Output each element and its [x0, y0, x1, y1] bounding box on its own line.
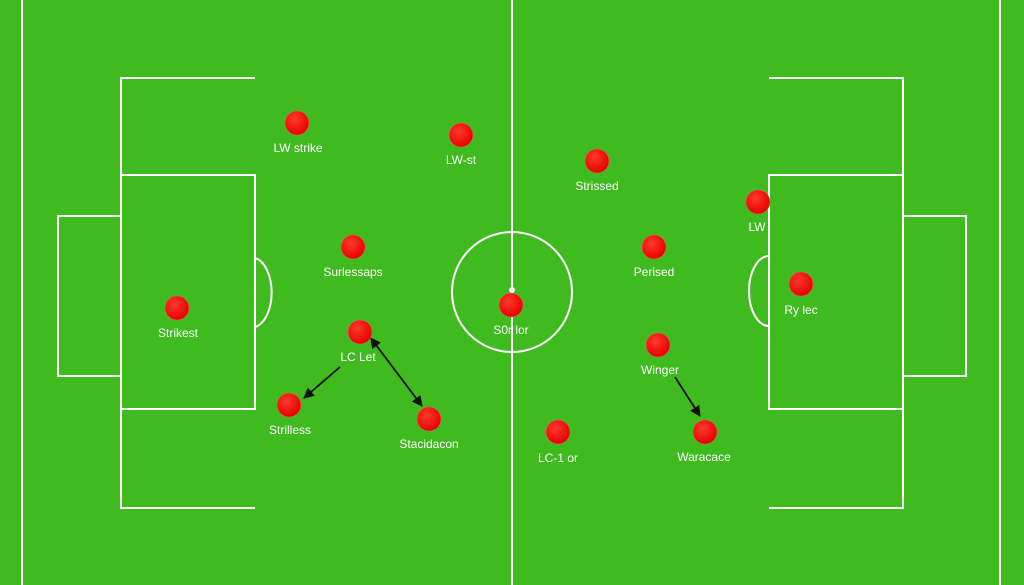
- player-marker: [584, 148, 610, 174]
- player-label: LC-1 or: [538, 451, 578, 465]
- player-marker: [498, 292, 524, 318]
- player-label: LW: [748, 220, 766, 234]
- player-strilless[interactable]: Strilless: [269, 392, 311, 437]
- player-marker: [788, 271, 814, 297]
- player-marker: [340, 234, 366, 260]
- left-goal-box: [57, 215, 122, 377]
- player-lw-strike[interactable]: LW strike: [273, 110, 323, 155]
- player-waracace[interactable]: Waracace: [677, 419, 731, 464]
- player-marker: [347, 319, 373, 345]
- right-penalty-arc: [748, 255, 770, 327]
- player-marker: [416, 406, 442, 432]
- player-lw[interactable]: LW: [745, 189, 771, 234]
- player-perised[interactable]: Perised: [634, 234, 675, 279]
- player-marker: [276, 392, 302, 418]
- player-label: S0r lor: [493, 323, 528, 337]
- center-circle: [451, 231, 573, 353]
- player-label: Strikest: [158, 326, 199, 340]
- player-strikest[interactable]: Strikest: [158, 295, 199, 340]
- player-marker: [164, 295, 190, 321]
- player-surlessaps[interactable]: Surlessaps: [323, 234, 383, 279]
- movement-arrows: [303, 337, 701, 417]
- arrow-lc-let-to-strilless: [303, 366, 341, 399]
- player-label: Stacidacon: [399, 437, 458, 451]
- arrow-winger-to-waracace: [674, 376, 701, 417]
- player-marker: [448, 122, 474, 148]
- center-spot: [509, 287, 515, 293]
- right-goal-box: [902, 215, 967, 377]
- players: LW strike LW-st Strissed LW Surlessaps P…: [158, 110, 818, 465]
- player-winger[interactable]: Winger: [641, 332, 679, 377]
- player-label: LW-st: [446, 153, 477, 167]
- player-label: LW strike: [273, 141, 322, 155]
- player-label: Perised: [634, 265, 675, 279]
- player-lc-1-or[interactable]: LC-1 or: [538, 419, 578, 465]
- player-lw-st[interactable]: LW-st: [446, 122, 477, 167]
- player-label: Strissed: [575, 179, 618, 193]
- arrow-lc-let-to-stacidacon: [370, 337, 423, 407]
- player-label: Strilless: [269, 423, 311, 437]
- player-marker: [545, 419, 571, 445]
- player-label: Surlessaps: [323, 265, 382, 279]
- player-label: LC Let: [340, 350, 376, 364]
- player-ry-lec[interactable]: Ry lec: [784, 271, 818, 317]
- player-marker: [692, 419, 718, 445]
- player-strissed[interactable]: Strissed: [575, 148, 619, 193]
- player-s0r-lor[interactable]: S0r lor: [493, 292, 529, 337]
- player-marker: [641, 234, 667, 260]
- player-marker: [645, 332, 671, 358]
- player-label: Ry lec: [784, 303, 817, 317]
- player-lc-let[interactable]: LC Let: [340, 319, 376, 364]
- player-stacidacon[interactable]: Stacidacon: [399, 406, 459, 451]
- player-label: Winger: [641, 363, 679, 377]
- pitch-lines: [21, 0, 1001, 585]
- left-penalty-arc: [254, 257, 273, 328]
- player-marker: [745, 189, 771, 215]
- player-label: Waracace: [677, 450, 731, 464]
- player-marker: [284, 110, 310, 136]
